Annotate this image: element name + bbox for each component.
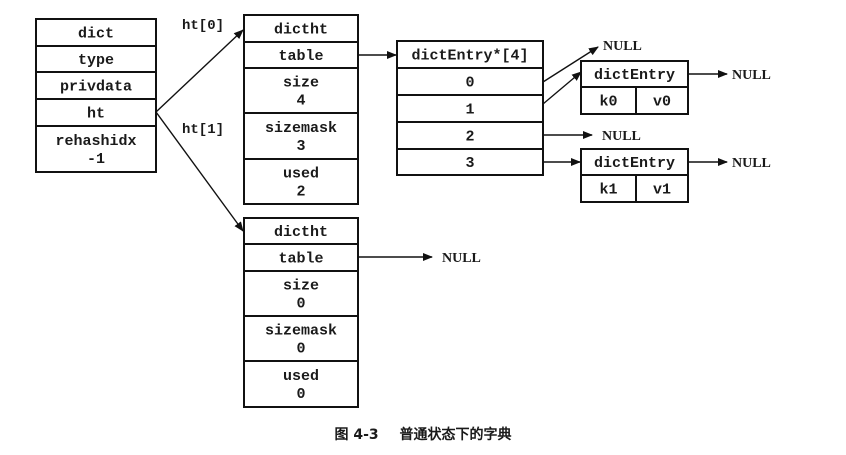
dict-row-3-text: ht	[87, 106, 105, 123]
dictht1-table-null: NULL	[442, 251, 481, 266]
ht1-arrow	[155, 111, 244, 232]
ht0-label: ht[0]	[182, 18, 224, 34]
slot-1-arrow	[542, 71, 582, 105]
dict-entry-0-value: v0	[635, 86, 689, 115]
dict-entry-1-value: v1	[635, 174, 689, 203]
dict-entry-1-key-border	[580, 174, 637, 203]
dictht0-row-4-text: used	[283, 166, 319, 183]
table-array-row-4: 3	[396, 148, 544, 176]
dict-entry-1-next-null: NULL	[732, 156, 771, 171]
dict-entry-1-value-border	[635, 174, 689, 203]
dictht1-row-2-text: size	[283, 278, 319, 295]
figure-number: 图 4-3	[334, 427, 379, 443]
dictht1-row-1-border	[243, 243, 359, 272]
dictht1-row-4-text: used	[283, 368, 319, 385]
dict-entry-0-header-text: dictEntry	[594, 67, 675, 84]
dict-row-3: ht	[35, 98, 157, 127]
dict-entry-1-key-text: k1	[599, 182, 617, 199]
dictht1-row-3-text: 0	[296, 341, 305, 358]
table-array-row-3-border	[396, 121, 544, 150]
dictht1-row-1: table	[243, 243, 359, 272]
dictht0-row-1: table	[243, 41, 359, 69]
dict-row-4-text: rehashidx	[55, 133, 136, 150]
slot-0-null: NULL	[603, 39, 642, 54]
slot-2-null: NULL	[602, 129, 641, 144]
dictht0-row-3-text: sizemask	[265, 120, 337, 137]
dictht1-row-0: dictht	[243, 217, 359, 245]
dictht0-row-4-border	[243, 158, 359, 205]
table-array-row-0-text: dictEntry*[4]	[411, 48, 528, 65]
table-array-row-4-border	[396, 148, 544, 176]
table-array-row-4-text: 3	[465, 155, 474, 172]
table-array-row-2: 1	[396, 94, 544, 123]
table-array-row-0-border	[396, 40, 544, 69]
dict-row-1: type	[35, 45, 157, 73]
ht0-arrow	[155, 29, 244, 113]
table-array-row-3: 2	[396, 121, 544, 150]
table-array-row-2-text: 1	[465, 102, 474, 119]
dictht1-row-1-text: table	[278, 251, 323, 268]
table-array-row-3-text: 2	[465, 129, 474, 146]
dict-entry-1-header-text: dictEntry	[594, 155, 675, 172]
figure-title: 普通状态下的字典	[399, 427, 512, 443]
dictht1-row-0-border	[243, 217, 359, 245]
dict-row-2: privdata	[35, 71, 157, 100]
dict-entry-0-next-null: NULL	[732, 68, 771, 83]
table-array-row-1-text: 0	[465, 75, 474, 92]
dictht1-row-4-text: 0	[296, 386, 305, 403]
dictht0-row-0-text: dictht	[274, 22, 328, 39]
dict-entry-0-key: k0	[580, 86, 637, 115]
dictht0-row-2-border	[243, 67, 359, 114]
dictht0-row-0: dictht	[243, 14, 359, 43]
dictht0-row-0-border	[243, 14, 359, 43]
dict-row-2-text: privdata	[60, 79, 132, 96]
dictht0-row-1-text: table	[278, 48, 323, 65]
dict-row-0-text: dict	[78, 26, 114, 43]
dict-row-0: dict	[35, 18, 157, 47]
table-array-row-0: dictEntry*[4]	[396, 40, 544, 69]
dictht0-row-2-text: 4	[296, 93, 305, 110]
dict-entry-0-header: dictEntry	[580, 60, 689, 88]
dict-row-1-text: type	[78, 52, 114, 69]
dict-row-4-border	[35, 125, 157, 173]
slot-0-arrow	[542, 46, 599, 83]
dict-entry-0-value-border	[635, 86, 689, 115]
table-array-row-1-border	[396, 67, 544, 96]
dict-row-4-text: -1	[87, 151, 105, 168]
dict-entry-0-key-text: k0	[599, 94, 617, 111]
dict-entry-0-value-text: v0	[653, 94, 671, 111]
dictht1-row-3-border	[243, 315, 359, 362]
dictht1-row-0-text: dictht	[274, 224, 328, 241]
dict-entry-1-key: k1	[580, 174, 637, 203]
dict-row-4: rehashidx-1	[35, 125, 157, 173]
dict-entry-1-value-text: v1	[653, 182, 671, 199]
dictht0-row-2-text: size	[283, 75, 319, 92]
table-array-row-1: 0	[396, 67, 544, 96]
dictht1-row-2-text: 0	[296, 296, 305, 313]
ht1-label: ht[1]	[182, 122, 224, 138]
dictht1-row-3-text: sizemask	[265, 323, 337, 340]
dictht1-row-4-border	[243, 360, 359, 408]
dictht0-row-4-text: 2	[296, 184, 305, 201]
dictht0-row-3-text: 3	[296, 138, 305, 155]
dict-entry-1-header: dictEntry	[580, 148, 689, 176]
figure-caption: 图 4-3 普通状态下的字典	[0, 424, 846, 444]
